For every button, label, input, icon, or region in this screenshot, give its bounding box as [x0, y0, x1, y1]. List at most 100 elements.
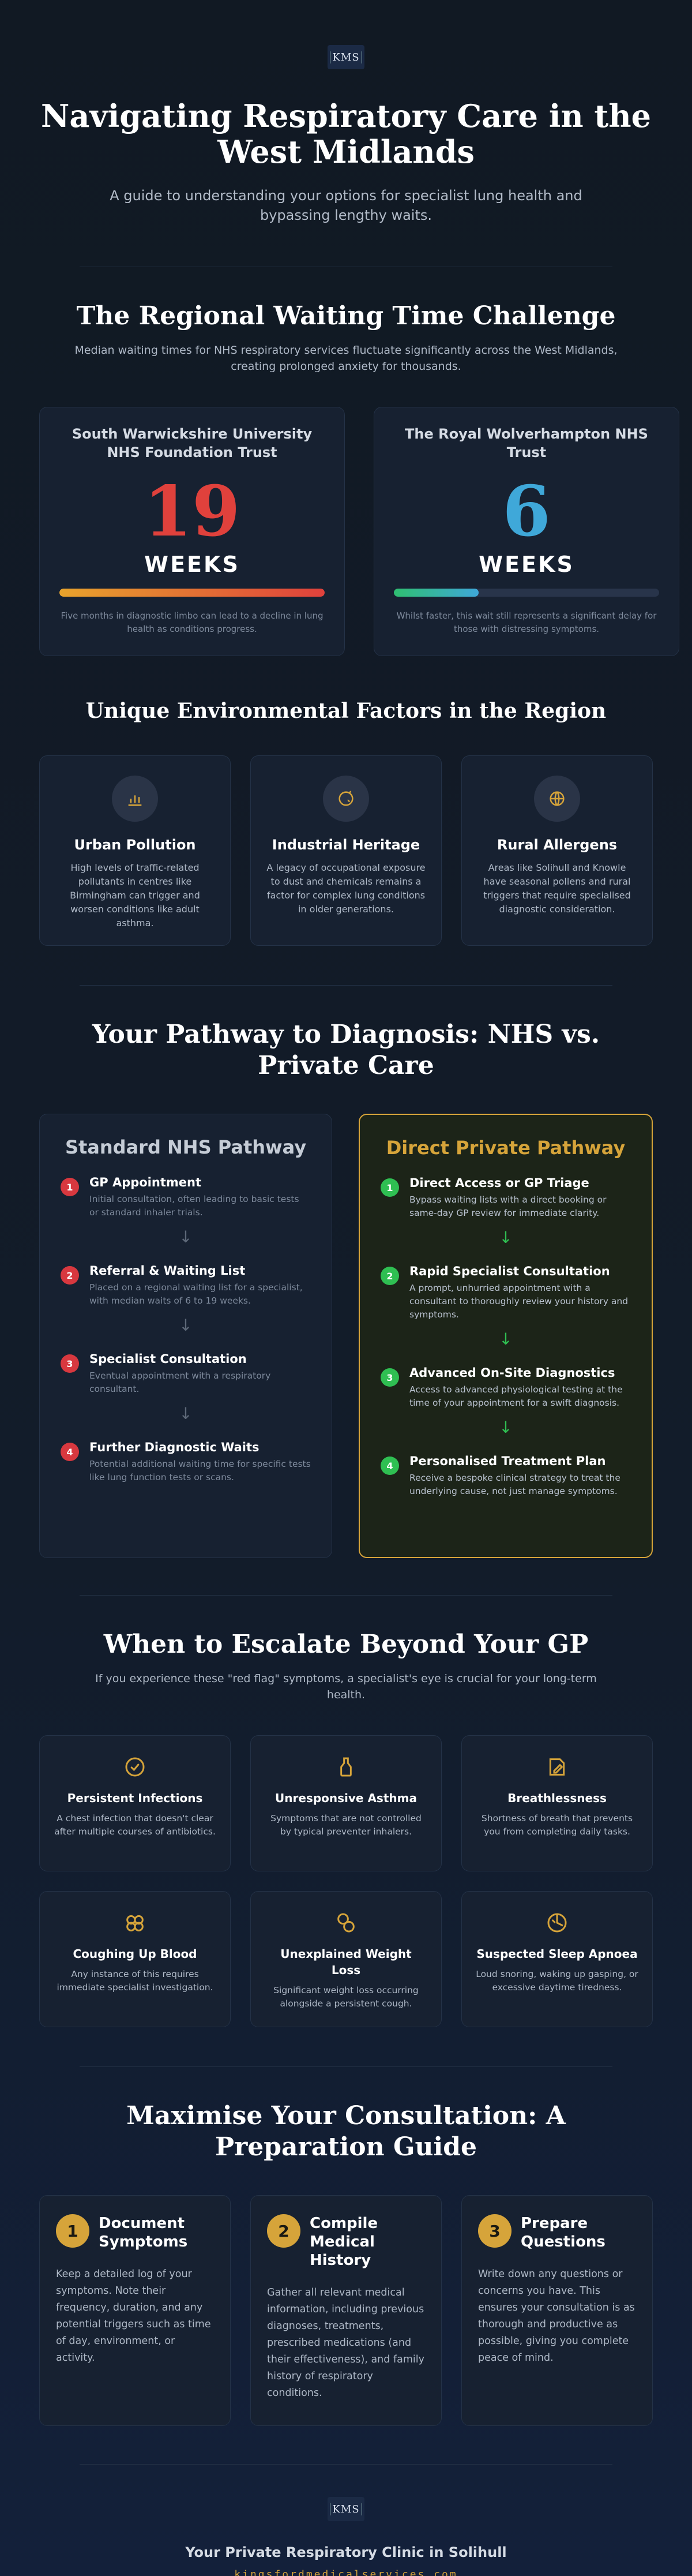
step-title: Further Diagnostic Waits	[89, 1440, 260, 1454]
trust-name: South Warwickshire University NHS Founda…	[72, 426, 313, 460]
flag-desc: Any instance of this requires immediate …	[57, 1969, 213, 1993]
waiting-title: The Regional Waiting Time Challenge	[76, 301, 616, 331]
wait-unit: WEEKS	[479, 552, 574, 577]
footer-logo[interactable]: KMS	[328, 2497, 364, 2521]
escalate-description: If you experience these "red flag" sympt…	[95, 1672, 597, 1701]
step-title: Advanced On-Site Diagnostics	[409, 1366, 615, 1380]
step-title: Rapid Specialist Consultation	[409, 1264, 610, 1278]
step-desc: Receive a bespoke clinical strategy to t…	[409, 1473, 620, 1496]
prep-number: 1	[56, 2214, 89, 2248]
wait-note: Five months in diagnostic limbo can lead…	[61, 611, 324, 634]
step-number: 4	[61, 1443, 79, 1461]
pollen-icon	[534, 776, 580, 822]
wait-bar-fill	[59, 589, 325, 597]
flag-title: Coughing Up Blood	[73, 1947, 197, 1961]
page-subtitle: A guide to understanding your options fo…	[110, 188, 582, 223]
step-desc: Bypass waiting lists with a direct booki…	[409, 1195, 607, 1218]
prep-card: 3 Prepare Questions Write down any quest…	[461, 2195, 653, 2426]
flag-card: Persistent Infections A chest infection …	[39, 1735, 231, 1871]
step-title: Referral & Waiting List	[89, 1264, 246, 1278]
inhaler-icon	[265, 1754, 427, 1780]
prep-card: 1 Document Symptoms Keep a detailed log …	[39, 2195, 231, 2426]
step-title: Specialist Consultation	[89, 1352, 247, 1366]
environment-section: Unique Environmental Factors in the Regi…	[39, 656, 653, 985]
flag-desc: Significant weight loss occurring alongs…	[273, 1985, 419, 2009]
prep-section: Maximise Your Consultation: A Preparatio…	[39, 2067, 653, 2464]
step-title: Direct Access or GP Triage	[409, 1176, 589, 1190]
wait-bar	[59, 589, 325, 597]
prep-card: 2 Compile Medical History Gather all rel…	[250, 2195, 442, 2426]
prep-card-desc: Gather all relevant medical information,…	[267, 2287, 424, 2399]
env-desc: Areas like Solihull and Knowle have seas…	[483, 862, 631, 915]
prep-card-title: Compile Medical History	[310, 2215, 378, 2269]
escalate-section: When to Escalate Beyond Your GP If you e…	[39, 1596, 653, 2066]
flag-card: Breathlessness Shortness of breath that …	[461, 1735, 653, 1871]
lungs-icon	[54, 1910, 216, 1935]
step-number: 4	[381, 1457, 399, 1475]
note-pen-icon	[476, 1754, 638, 1780]
divider	[80, 2464, 612, 2465]
prep-number: 2	[267, 2214, 300, 2248]
flag-title: Unresponsive Asthma	[275, 1791, 417, 1805]
divider	[80, 2066, 612, 2067]
step-number: 3	[61, 1354, 79, 1373]
prep-card-title: Prepare Questions	[521, 2215, 606, 2251]
env-title: Industrial Heritage	[272, 837, 420, 853]
pill-icon	[265, 1910, 427, 1935]
step-title: GP Appointment	[89, 1175, 201, 1189]
step-desc: Eventual appointment with a respiratory …	[89, 1371, 271, 1394]
step-number: 3	[381, 1368, 399, 1387]
env-card-industrial-heritage: Industrial Heritage A legacy of occupati…	[250, 755, 442, 946]
step-desc: Potential additional waiting time for sp…	[89, 1459, 311, 1482]
wait-card-wolverhampton: The Royal Wolverhampton NHS Trust 6 WEEK…	[374, 407, 679, 656]
flag-title: Breathlessness	[507, 1791, 607, 1805]
divider	[80, 1595, 612, 1596]
prep-card-title: Document Symptoms	[99, 2215, 188, 2251]
flag-card: Suspected Sleep Apnoea Loud snoring, wak…	[461, 1891, 653, 2027]
page-title: Navigating Respiratory Care in the West …	[41, 98, 651, 170]
divider	[80, 985, 612, 986]
footer-url[interactable]: kingsfordmedicalservices.com	[234, 2568, 458, 2576]
sleep-icon	[476, 1910, 638, 1935]
prep-number: 3	[478, 2214, 512, 2248]
step-arrow-icon: ↓	[179, 1316, 193, 1335]
step-desc: A prompt, unhurried appointment with a c…	[409, 1283, 629, 1320]
flag-title: Suspected Sleep Apnoea	[476, 1947, 638, 1961]
flag-desc: Symptoms that are not controlled by typi…	[270, 1813, 422, 1837]
step-arrow-icon: ↓	[179, 1404, 193, 1423]
footer-tagline: Your Private Respiratory Clinic in Solih…	[185, 2544, 507, 2560]
escalate-title: When to Escalate Beyond Your GP	[103, 1630, 589, 1659]
factory-icon	[323, 776, 369, 822]
header-logo[interactable]: KMS	[328, 45, 364, 69]
step-desc: Initial consultation, often leading to b…	[89, 1194, 299, 1218]
environment-title: Unique Environmental Factors in the Regi…	[85, 699, 607, 723]
step-title: Personalised Treatment Plan	[409, 1454, 606, 1468]
env-card-rural-allergens: Rural Allergens Areas like Solihull and …	[461, 755, 653, 946]
waiting-section: The Regional Waiting Time Challenge Medi…	[39, 267, 679, 656]
waiting-description: Median waiting times for NHS respiratory…	[74, 344, 618, 373]
trust-name: The Royal Wolverhampton NHS Trust	[405, 426, 648, 460]
prep-card-desc: Keep a detailed log of your symptoms. No…	[56, 2268, 211, 2364]
env-desc: A legacy of occupational exposure to dus…	[266, 862, 426, 915]
flag-card: Unresponsive Asthma Symptoms that are no…	[250, 1735, 442, 1871]
step-number: 2	[61, 1266, 79, 1285]
wait-note: Whilst faster, this wait still represent…	[396, 611, 657, 634]
step-arrow-icon: ↓	[499, 1330, 513, 1349]
wait-unit: WEEKS	[144, 552, 240, 577]
flag-card: Coughing Up Blood Any instance of this r…	[39, 1891, 231, 2027]
env-title: Rural Allergens	[497, 837, 618, 853]
wait-value: 6	[502, 471, 551, 552]
footer: KMS Your Private Respiratory Clinic in S…	[39, 2465, 653, 2576]
prep-card-desc: Write down any questions or concerns you…	[478, 2268, 635, 2364]
step-arrow-icon: ↓	[499, 1228, 513, 1247]
flag-title: Persistent Infections	[67, 1791, 203, 1805]
